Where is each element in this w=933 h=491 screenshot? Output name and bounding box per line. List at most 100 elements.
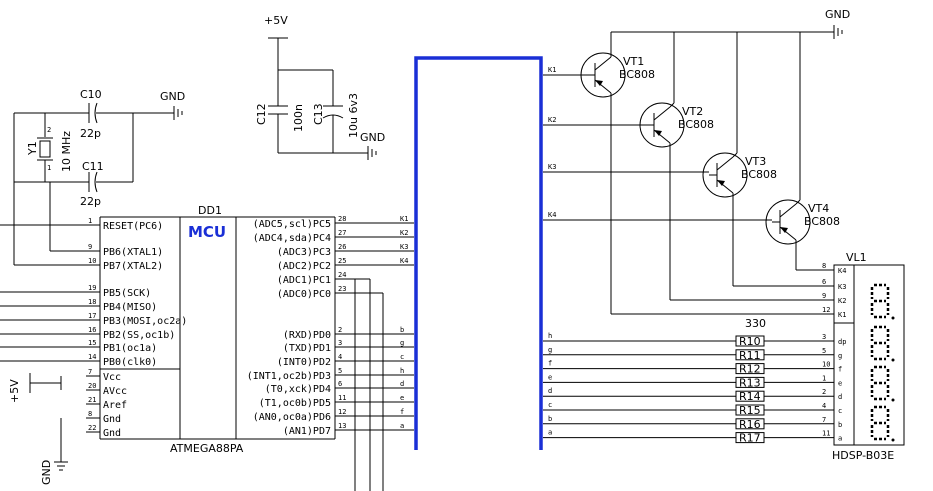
mcu-left-pin-name: AVcc bbox=[103, 386, 127, 397]
mcu-left-pin-number: 14 bbox=[88, 353, 96, 361]
mcu-right-net-label: K4 bbox=[400, 257, 408, 265]
mcu-right-pin-name: (INT0)PD2 bbox=[277, 357, 331, 368]
mcu-right-pin-name: (ADC0)PC0 bbox=[277, 289, 331, 300]
mcu-right-pin-number: 24 bbox=[338, 271, 346, 279]
mcu-right-pin-number: 3 bbox=[338, 339, 342, 347]
crystal-pin1: 1 bbox=[47, 164, 51, 172]
mcu-right-pin-number: 25 bbox=[338, 257, 346, 265]
resistor-ref: R17 bbox=[739, 432, 761, 445]
display-part: HDSP-B03E bbox=[832, 449, 894, 462]
mcu-left-pin-name: PB7(XTAL2) bbox=[103, 261, 163, 272]
display-segment-name: d bbox=[838, 393, 842, 401]
c11-ref: C11 bbox=[82, 160, 104, 173]
mcu-right-pin-name: (AN1)PD7 bbox=[283, 426, 331, 437]
transistor-ref: VT3 bbox=[745, 155, 766, 168]
transistor-ref: VT2 bbox=[682, 105, 703, 118]
mcu-right-pin-number: 13 bbox=[338, 422, 346, 430]
display-digit-glyphs bbox=[870, 283, 895, 442]
c10-ref: C10 bbox=[80, 88, 102, 101]
resistor-net-label: g bbox=[548, 346, 552, 354]
c12-value: 100n bbox=[292, 104, 305, 132]
mcu-right-pin-name: (RXD)PD0 bbox=[283, 330, 331, 341]
mcu-left-pin-name: PB2(SS,oc1b) bbox=[103, 330, 175, 341]
display-digit-pin-number: 6 bbox=[822, 278, 826, 286]
mcu-left-pin-number: 21 bbox=[88, 396, 96, 404]
resistor-net-label: h bbox=[548, 332, 552, 340]
transistor-body bbox=[702, 152, 748, 198]
transistor-net-label: K1 bbox=[548, 66, 556, 74]
display-segment-name: dp bbox=[838, 338, 846, 346]
resistor-net-label: c bbox=[548, 401, 552, 409]
mcu-left-pin-name: Gnd bbox=[103, 428, 121, 439]
transistor-ref: VT4 bbox=[808, 202, 829, 215]
mcu-left-pin-name: RESET(PC6) bbox=[103, 221, 163, 232]
transistor-net-label: K3 bbox=[548, 163, 556, 171]
resistor-ref: R16 bbox=[739, 418, 761, 431]
resistor-ref: R11 bbox=[739, 349, 761, 362]
display-segment-pin: 3 bbox=[822, 333, 826, 341]
mcu-left-pin-number: 19 bbox=[88, 284, 96, 292]
mcu-right-pin-name: (ADC1)PC1 bbox=[277, 275, 331, 286]
resistor-net-label: b bbox=[548, 415, 552, 423]
mcu-left-pin-number: 20 bbox=[88, 382, 96, 390]
mcu-left-pin-number: 17 bbox=[88, 312, 96, 320]
resistor-ref: R10 bbox=[739, 335, 761, 348]
display-segment-pin: 11 bbox=[822, 430, 830, 438]
mcu-right-pin-name: (T1,oc0b)PD5 bbox=[259, 398, 331, 409]
display-segment-pin: 10 bbox=[822, 361, 830, 369]
display-segment-pin: 1 bbox=[822, 374, 826, 382]
mcu-right-pin-name: (ADC5,scl)PC5 bbox=[253, 219, 331, 230]
display-digit-pin-number: 8 bbox=[822, 262, 826, 270]
mcu-right-pin-name: (INT1,oc2b)PD3 bbox=[247, 371, 331, 382]
display-digit-pin-name: K3 bbox=[838, 283, 846, 291]
resistor-ref: R13 bbox=[739, 376, 761, 389]
gnd-label-mcu: GND bbox=[40, 460, 53, 485]
transistor-body bbox=[765, 199, 811, 245]
mcu-right-pin-name: (AN0,oc0a)PD6 bbox=[253, 412, 331, 423]
resistor-ref: R14 bbox=[739, 390, 761, 403]
mcu-body bbox=[179, 216, 237, 440]
mcu-left-pin-number: 22 bbox=[88, 424, 96, 432]
gnd-symbol-c10: GND bbox=[160, 90, 185, 120]
mcu-left-pin-number: 15 bbox=[88, 339, 96, 347]
display-segment-name: a bbox=[838, 435, 842, 443]
mcu-left-pin-name: PB0(clk0) bbox=[103, 357, 157, 368]
mcu-right-net-label: h bbox=[400, 367, 404, 375]
mcu-right-net-label: g bbox=[400, 339, 404, 347]
transistor-net-label: K4 bbox=[548, 211, 556, 219]
display-digit-pin-name: K1 bbox=[838, 311, 846, 319]
resistor-ref: R15 bbox=[739, 404, 761, 417]
vcc-label-top: +5V bbox=[264, 14, 288, 27]
seven-segment-digit bbox=[870, 405, 895, 442]
transistor-part: BC808 bbox=[804, 215, 840, 228]
mcu-right-net-label: b bbox=[400, 326, 404, 334]
gnd-label-c10: GND bbox=[160, 90, 185, 103]
resistor-ref: R12 bbox=[739, 363, 761, 376]
mcu-part: ATMEGA88PA bbox=[170, 442, 244, 455]
crystal-value: 10 MHz bbox=[60, 131, 73, 172]
mcu-right-pin-number: 2 bbox=[338, 326, 342, 334]
mcu-left-pin-number: 9 bbox=[88, 243, 92, 251]
mcu-right-pin-name: (ADC2)PC2 bbox=[277, 261, 331, 272]
mcu-left-pin-number: 8 bbox=[88, 410, 92, 418]
display-body bbox=[833, 264, 905, 446]
display-segment-pin: 2 bbox=[822, 388, 826, 396]
mcu-right-pin-name: (ADC4,sda)PC4 bbox=[253, 233, 331, 244]
display-segment-name: b bbox=[838, 421, 842, 429]
mcu-right-pin-number: 12 bbox=[338, 408, 346, 416]
mcu-right-pin-name: (ADC3)PC3 bbox=[277, 247, 331, 258]
